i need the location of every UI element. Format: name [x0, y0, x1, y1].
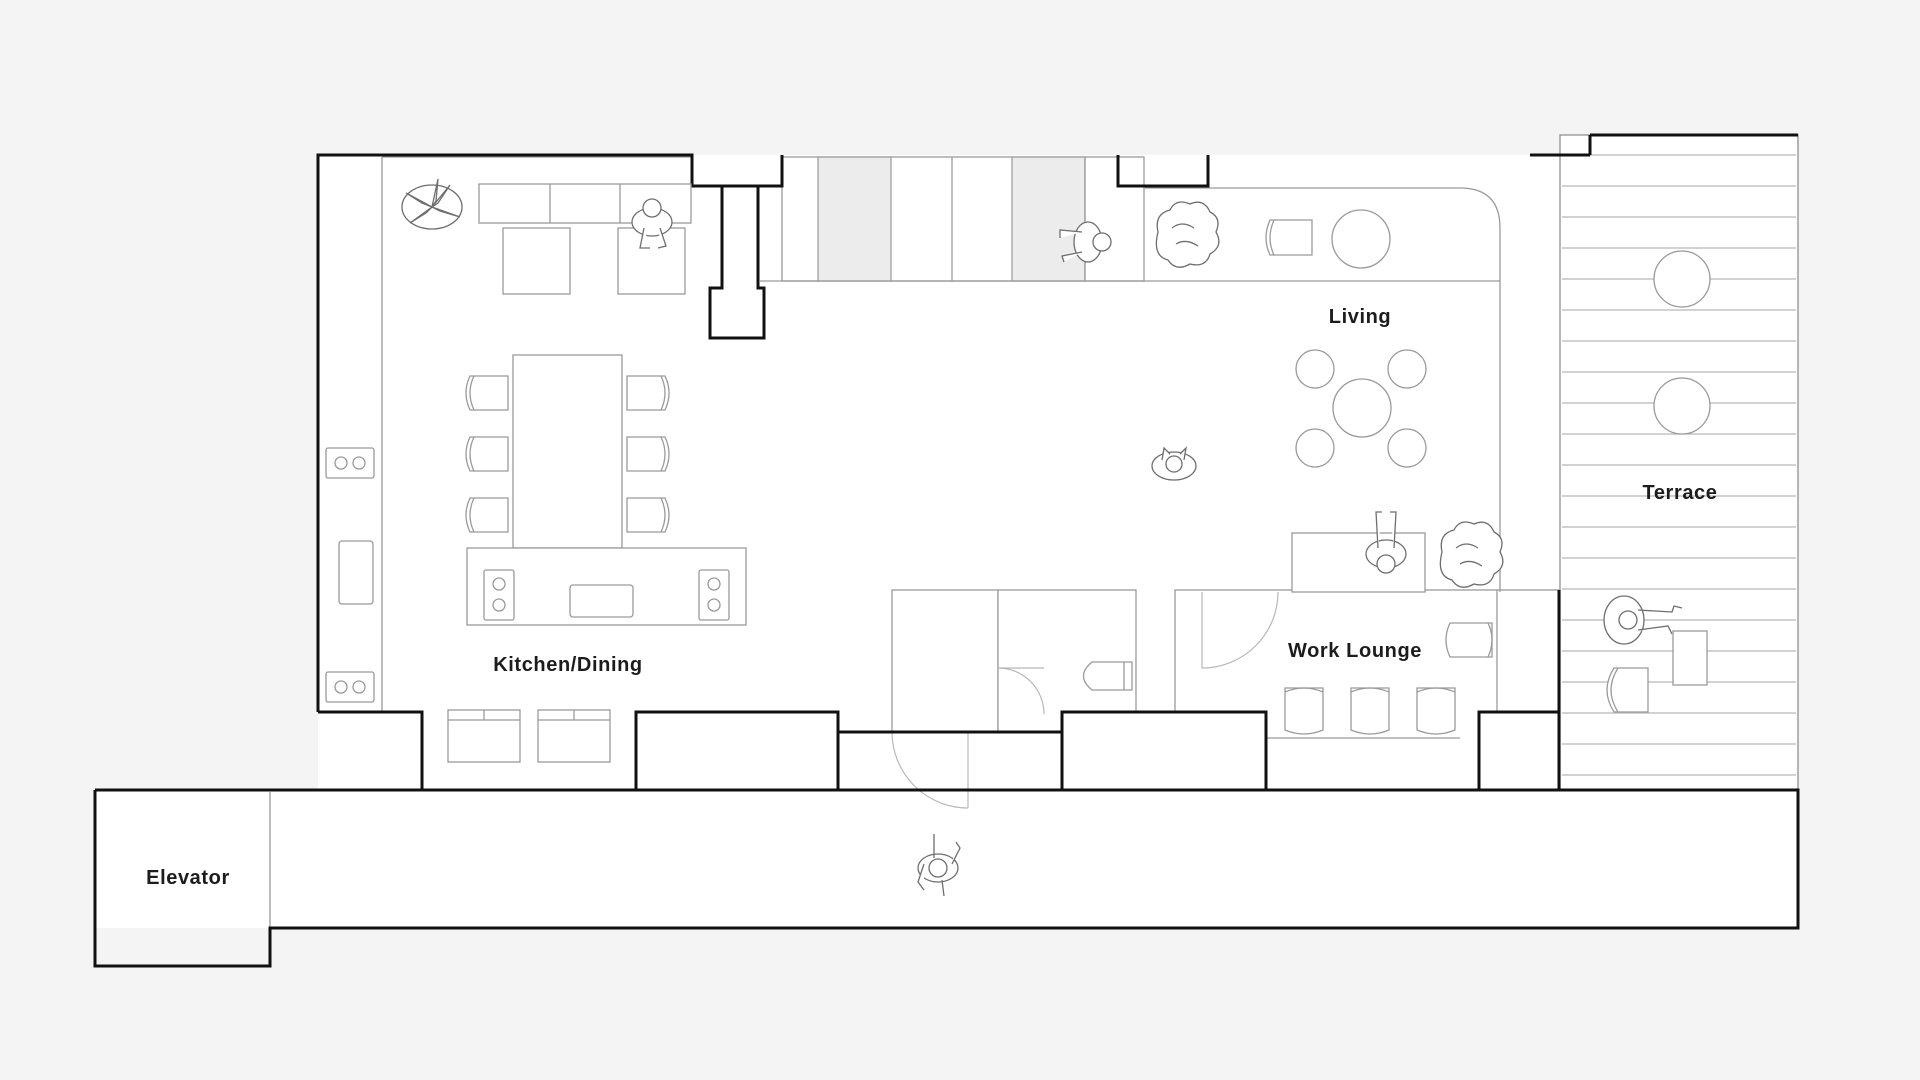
room-label-work-lounge: Work Lounge — [1288, 640, 1422, 662]
bathroom-fixtures — [1082, 661, 1133, 691]
wall-sink — [338, 540, 374, 605]
dining-chair-back — [660, 436, 666, 472]
terrace-side-table — [1672, 630, 1708, 686]
room-label-living: Living — [1329, 306, 1392, 328]
wall-block-3 — [1477, 710, 1561, 792]
living-stool — [1387, 349, 1427, 389]
person-seated-icon — [1603, 595, 1683, 645]
kitchen-flue-outline — [708, 186, 766, 340]
bar-stool-back — [1350, 687, 1390, 693]
interior-partitions — [269, 156, 1560, 928]
wall-burner — [334, 456, 348, 470]
terrace-floor — [1560, 135, 1797, 790]
person-seated-icon — [1365, 511, 1407, 574]
living-armchair — [1265, 219, 1313, 256]
bush-plant-icon — [1155, 201, 1220, 268]
work-lounge-furniture — [1284, 622, 1493, 735]
kitchen-furniture — [325, 183, 747, 763]
lounge-chair-back — [1487, 622, 1493, 658]
living-stool — [1387, 428, 1427, 468]
exterior-walls — [93, 135, 1800, 968]
people — [631, 198, 1683, 897]
island-cooktop-right — [698, 569, 730, 621]
stair-panel-1 — [817, 156, 892, 282]
stair-panel-2 — [1011, 156, 1086, 282]
wall-burner — [352, 456, 366, 470]
person-walking-icon — [917, 834, 961, 897]
dining-chair — [465, 497, 509, 533]
island-sink — [569, 584, 634, 618]
room-label-terrace: Terrace — [1643, 482, 1718, 504]
dining-chair-back — [469, 375, 475, 411]
terrace-furniture — [1606, 250, 1711, 713]
bar-stool — [1284, 687, 1324, 735]
terrace-table — [1653, 377, 1711, 435]
dining-chair — [465, 436, 509, 472]
wall-burner — [334, 680, 348, 694]
bar-stool — [1350, 687, 1390, 735]
work-lounge-door — [1201, 591, 1279, 669]
lounge-chair — [1445, 622, 1493, 658]
dining-chair — [626, 497, 670, 533]
island-burner — [492, 598, 506, 612]
living-boundary — [1145, 187, 1501, 592]
dining-chair-back — [469, 497, 475, 533]
person-standing-icon — [1151, 446, 1197, 481]
island-cooktop-left — [483, 569, 515, 621]
room-label-kitchen-dining: Kitchen/Dining — [493, 654, 643, 676]
room-labels: Kitchen/Dining Living Terrace Work Loung… — [146, 306, 1717, 889]
dining-chair-back — [469, 436, 475, 472]
bar-stool — [1416, 687, 1456, 735]
wall-burner — [352, 680, 366, 694]
dining-chair — [626, 375, 670, 411]
doors — [891, 591, 1279, 809]
bar-stool-back — [1284, 687, 1324, 693]
dining-table — [512, 354, 623, 549]
person-seated-icon — [631, 198, 673, 249]
armchair-left — [502, 227, 571, 295]
dining-chair-back — [660, 497, 666, 533]
person-seated-icon — [1059, 221, 1112, 263]
wall-hob-top — [325, 447, 375, 479]
wall-hob-bottom — [325, 671, 375, 703]
dining-chair — [465, 375, 509, 411]
wc-door — [997, 667, 1045, 715]
living-round-table — [1331, 209, 1391, 269]
toilet — [1082, 661, 1133, 691]
potted-plant-icon — [401, 178, 463, 230]
terrace-chair — [1606, 667, 1649, 713]
terrace-chair-back — [1610, 667, 1619, 713]
main-entry-door — [891, 731, 969, 809]
room-label-elevator: Elevator — [146, 867, 230, 889]
north-west-wall — [316, 153, 784, 712]
wall-block-1 — [634, 710, 840, 792]
armchair-right — [617, 227, 686, 295]
island-burner — [707, 577, 721, 591]
dining-chair-back — [660, 375, 666, 411]
island-burner — [707, 598, 721, 612]
south-wall-west — [318, 710, 424, 790]
bar-stool-back — [1416, 687, 1456, 693]
living-armchair-back — [1269, 219, 1275, 256]
living-coffee-table — [1332, 378, 1392, 438]
island-burner — [492, 577, 506, 591]
bathroom-shower — [891, 589, 999, 733]
living-stool — [1295, 349, 1335, 389]
plants — [401, 178, 1504, 588]
living-stool — [1295, 428, 1335, 468]
north-center-wall — [1116, 155, 1210, 188]
wall-block-2 — [1060, 710, 1268, 792]
dining-chairs — [465, 375, 670, 533]
corridor-wall — [93, 788, 1800, 968]
bathroom-wc — [997, 589, 1137, 733]
terrace-table — [1653, 250, 1711, 308]
dining-chair — [626, 436, 670, 472]
living-sofa — [1291, 532, 1426, 593]
bush-plant-icon — [1439, 521, 1504, 588]
